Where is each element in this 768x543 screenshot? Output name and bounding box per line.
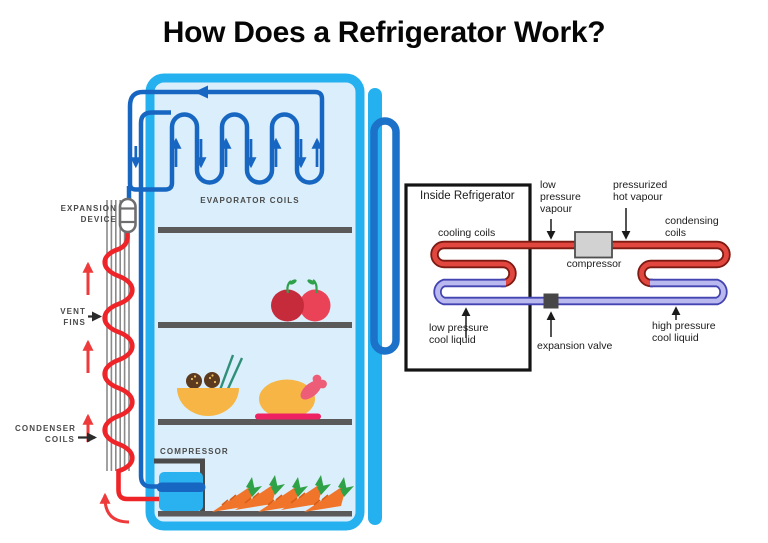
compressor-label: COMPRESSOR [160, 447, 229, 456]
apples [271, 279, 331, 322]
page-title: How Does a Refrigerator Work? [162, 16, 606, 49]
condenser-coil-pipe [102, 229, 164, 502]
roast-turkey [255, 374, 327, 420]
label-pointer-arrows [78, 311, 102, 443]
vent-fins-label: VENT FINS [60, 307, 86, 328]
schematic-box [404, 183, 532, 372]
condensing-coils-label: condensing coils [665, 215, 719, 239]
return-pipe [138, 110, 171, 489]
evaporator-flow-arrows [130, 137, 323, 169]
curved-up-arrow-icon [99, 492, 130, 524]
food-bowl [177, 354, 244, 416]
door-handle [370, 117, 400, 355]
condenser-flow-arrows [82, 261, 130, 524]
schematic-annotation-arrows [461, 208, 681, 338]
low-pressure-vapour-label: low pressure vapour [540, 179, 581, 215]
evaporator-coils-label: EVAPORATOR COILS [200, 196, 300, 205]
cold-refrigerant-pipe [435, 280, 726, 304]
condenser-coils-label: CONDENSER COILS [15, 424, 77, 445]
high-pressure-cool-liquid-label: high pressure cool liquid [652, 320, 716, 344]
compressor-unit [156, 472, 206, 511]
low-pressure-cool-liquid-label: low pressure cool liquid [429, 322, 489, 346]
schematic-box-title: Inside Refrigerator [420, 190, 515, 202]
compressor-schematic-label: compressor [566, 258, 622, 270]
cooling-coils-label: cooling coils [438, 227, 496, 239]
fridge-shelves [158, 227, 352, 517]
pressurized-hot-vapour-label: pressurized hot vapour [613, 179, 668, 203]
schematic-compressor-block [574, 231, 613, 259]
expansion-device [118, 197, 137, 234]
expansion-device-label: EXPANSION DEVICE [60, 204, 117, 225]
expansion-valve-label: expansion valve [537, 340, 613, 352]
schematic-expansion-valve [543, 293, 559, 309]
left-arrow-icon [194, 85, 208, 99]
carrots [212, 475, 354, 512]
